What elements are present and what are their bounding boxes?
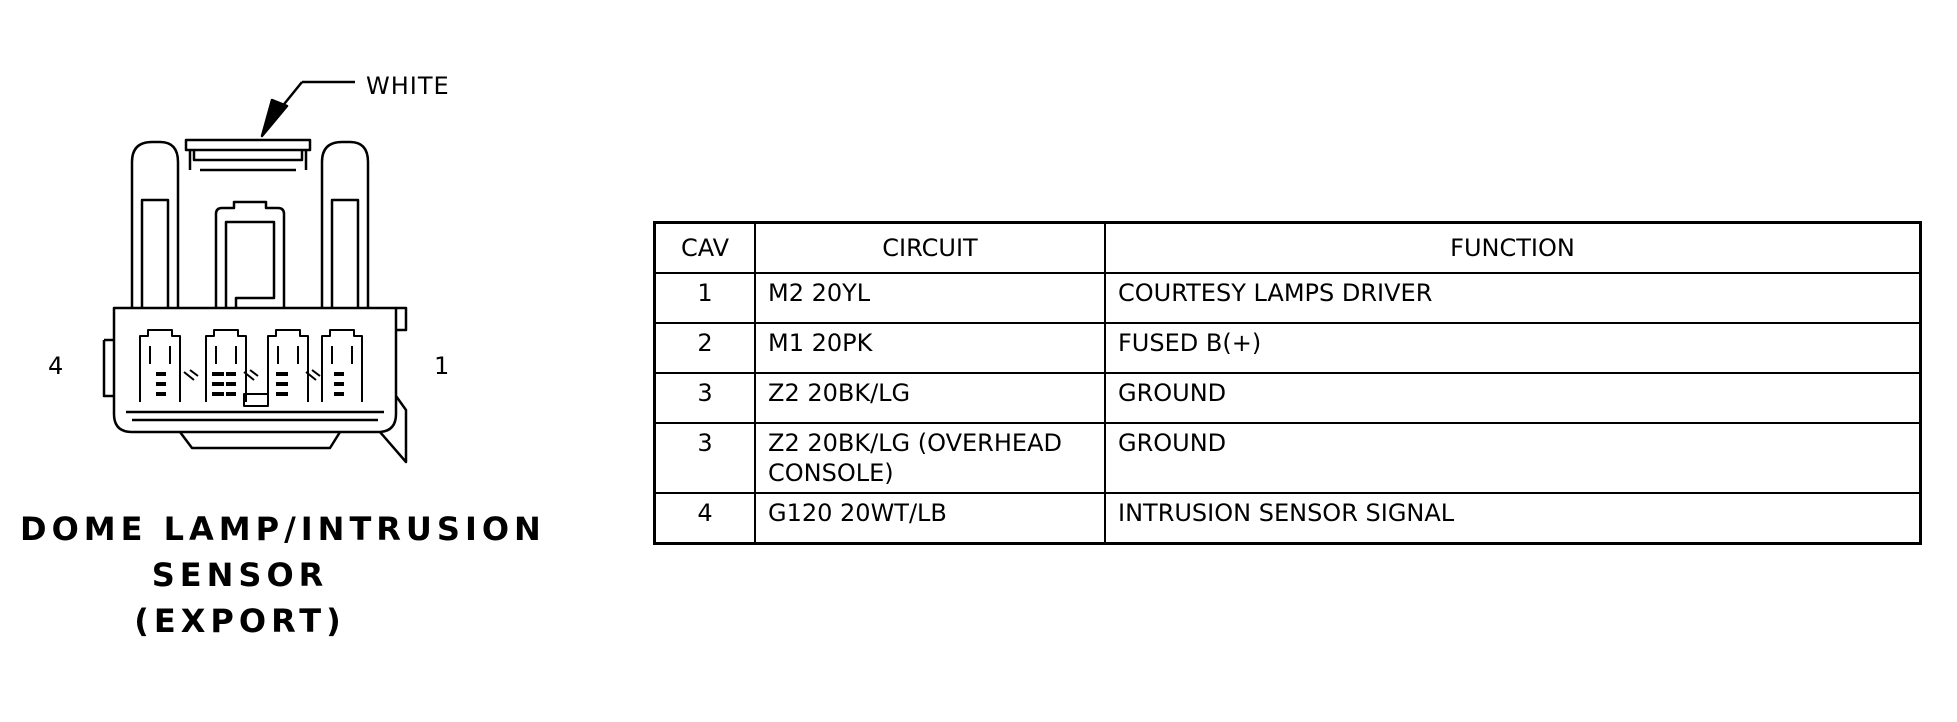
header-function: FUNCTION [1104, 221, 1922, 274]
cell-circuit: M2 20YL [754, 272, 1106, 324]
cavity-label-left: 4 [48, 352, 64, 380]
table-row: 3 Z2 20BK/LG GROUND [653, 372, 1922, 424]
connector-terminal-contacts [156, 372, 344, 396]
table-row: 3 Z2 20BK/LG (OVERHEAD CONSOLE) GROUND [653, 422, 1922, 494]
callout-label-white: WHITE [366, 72, 450, 100]
cell-function: COURTESY LAMPS DRIVER [1104, 272, 1922, 324]
cell-cav: 3 [653, 372, 756, 424]
connector-terminal-cavities [139, 329, 363, 407]
connector-housing [102, 306, 408, 464]
connector-drawing [102, 80, 408, 464]
table-row: 4 G120 20WT/LB INTRUSION SENSOR SIGNAL [653, 492, 1922, 545]
cell-circuit: M1 20PK [754, 322, 1106, 374]
pinout-table: CAV CIRCUIT FUNCTION 1 M2 20YL COURTESY … [653, 221, 1922, 545]
connector-white-cap [184, 138, 312, 172]
table-row: 2 M1 20PK FUSED B(+) [653, 322, 1922, 374]
cell-cav: 4 [653, 492, 756, 545]
connector-title: DOME LAMP/INTRUSION SENSOR (EXPORT) [20, 506, 546, 644]
connector-right-latch [320, 140, 370, 308]
connector-left-latch [130, 140, 180, 308]
header-cav: CAV [653, 221, 756, 274]
cell-circuit: G120 20WT/LB [754, 492, 1106, 545]
cell-circuit: Z2 20BK/LG [754, 372, 1106, 424]
cell-function: GROUND [1104, 422, 1922, 494]
cell-cav: 3 [653, 422, 756, 494]
header-circuit: CIRCUIT [754, 221, 1106, 274]
cell-function: FUSED B(+) [1104, 322, 1922, 374]
connector-title-line3: (EXPORT) [134, 602, 346, 640]
connector-center-lock [214, 200, 286, 308]
cavity-label-right: 1 [434, 352, 450, 380]
cell-function: GROUND [1104, 372, 1922, 424]
callout-arrow [260, 80, 355, 138]
cell-circuit: Z2 20BK/LG (OVERHEAD CONSOLE) [754, 422, 1106, 494]
connector-title-line2: SENSOR [151, 556, 329, 594]
table-header-row: CAV CIRCUIT FUNCTION [653, 221, 1922, 274]
connector-title-line1: DOME LAMP/INTRUSION [20, 510, 546, 548]
table-row: 1 M2 20YL COURTESY LAMPS DRIVER [653, 272, 1922, 324]
cell-cav: 2 [653, 322, 756, 374]
cell-cav: 1 [653, 272, 756, 324]
cell-function: INTRUSION SENSOR SIGNAL [1104, 492, 1922, 545]
